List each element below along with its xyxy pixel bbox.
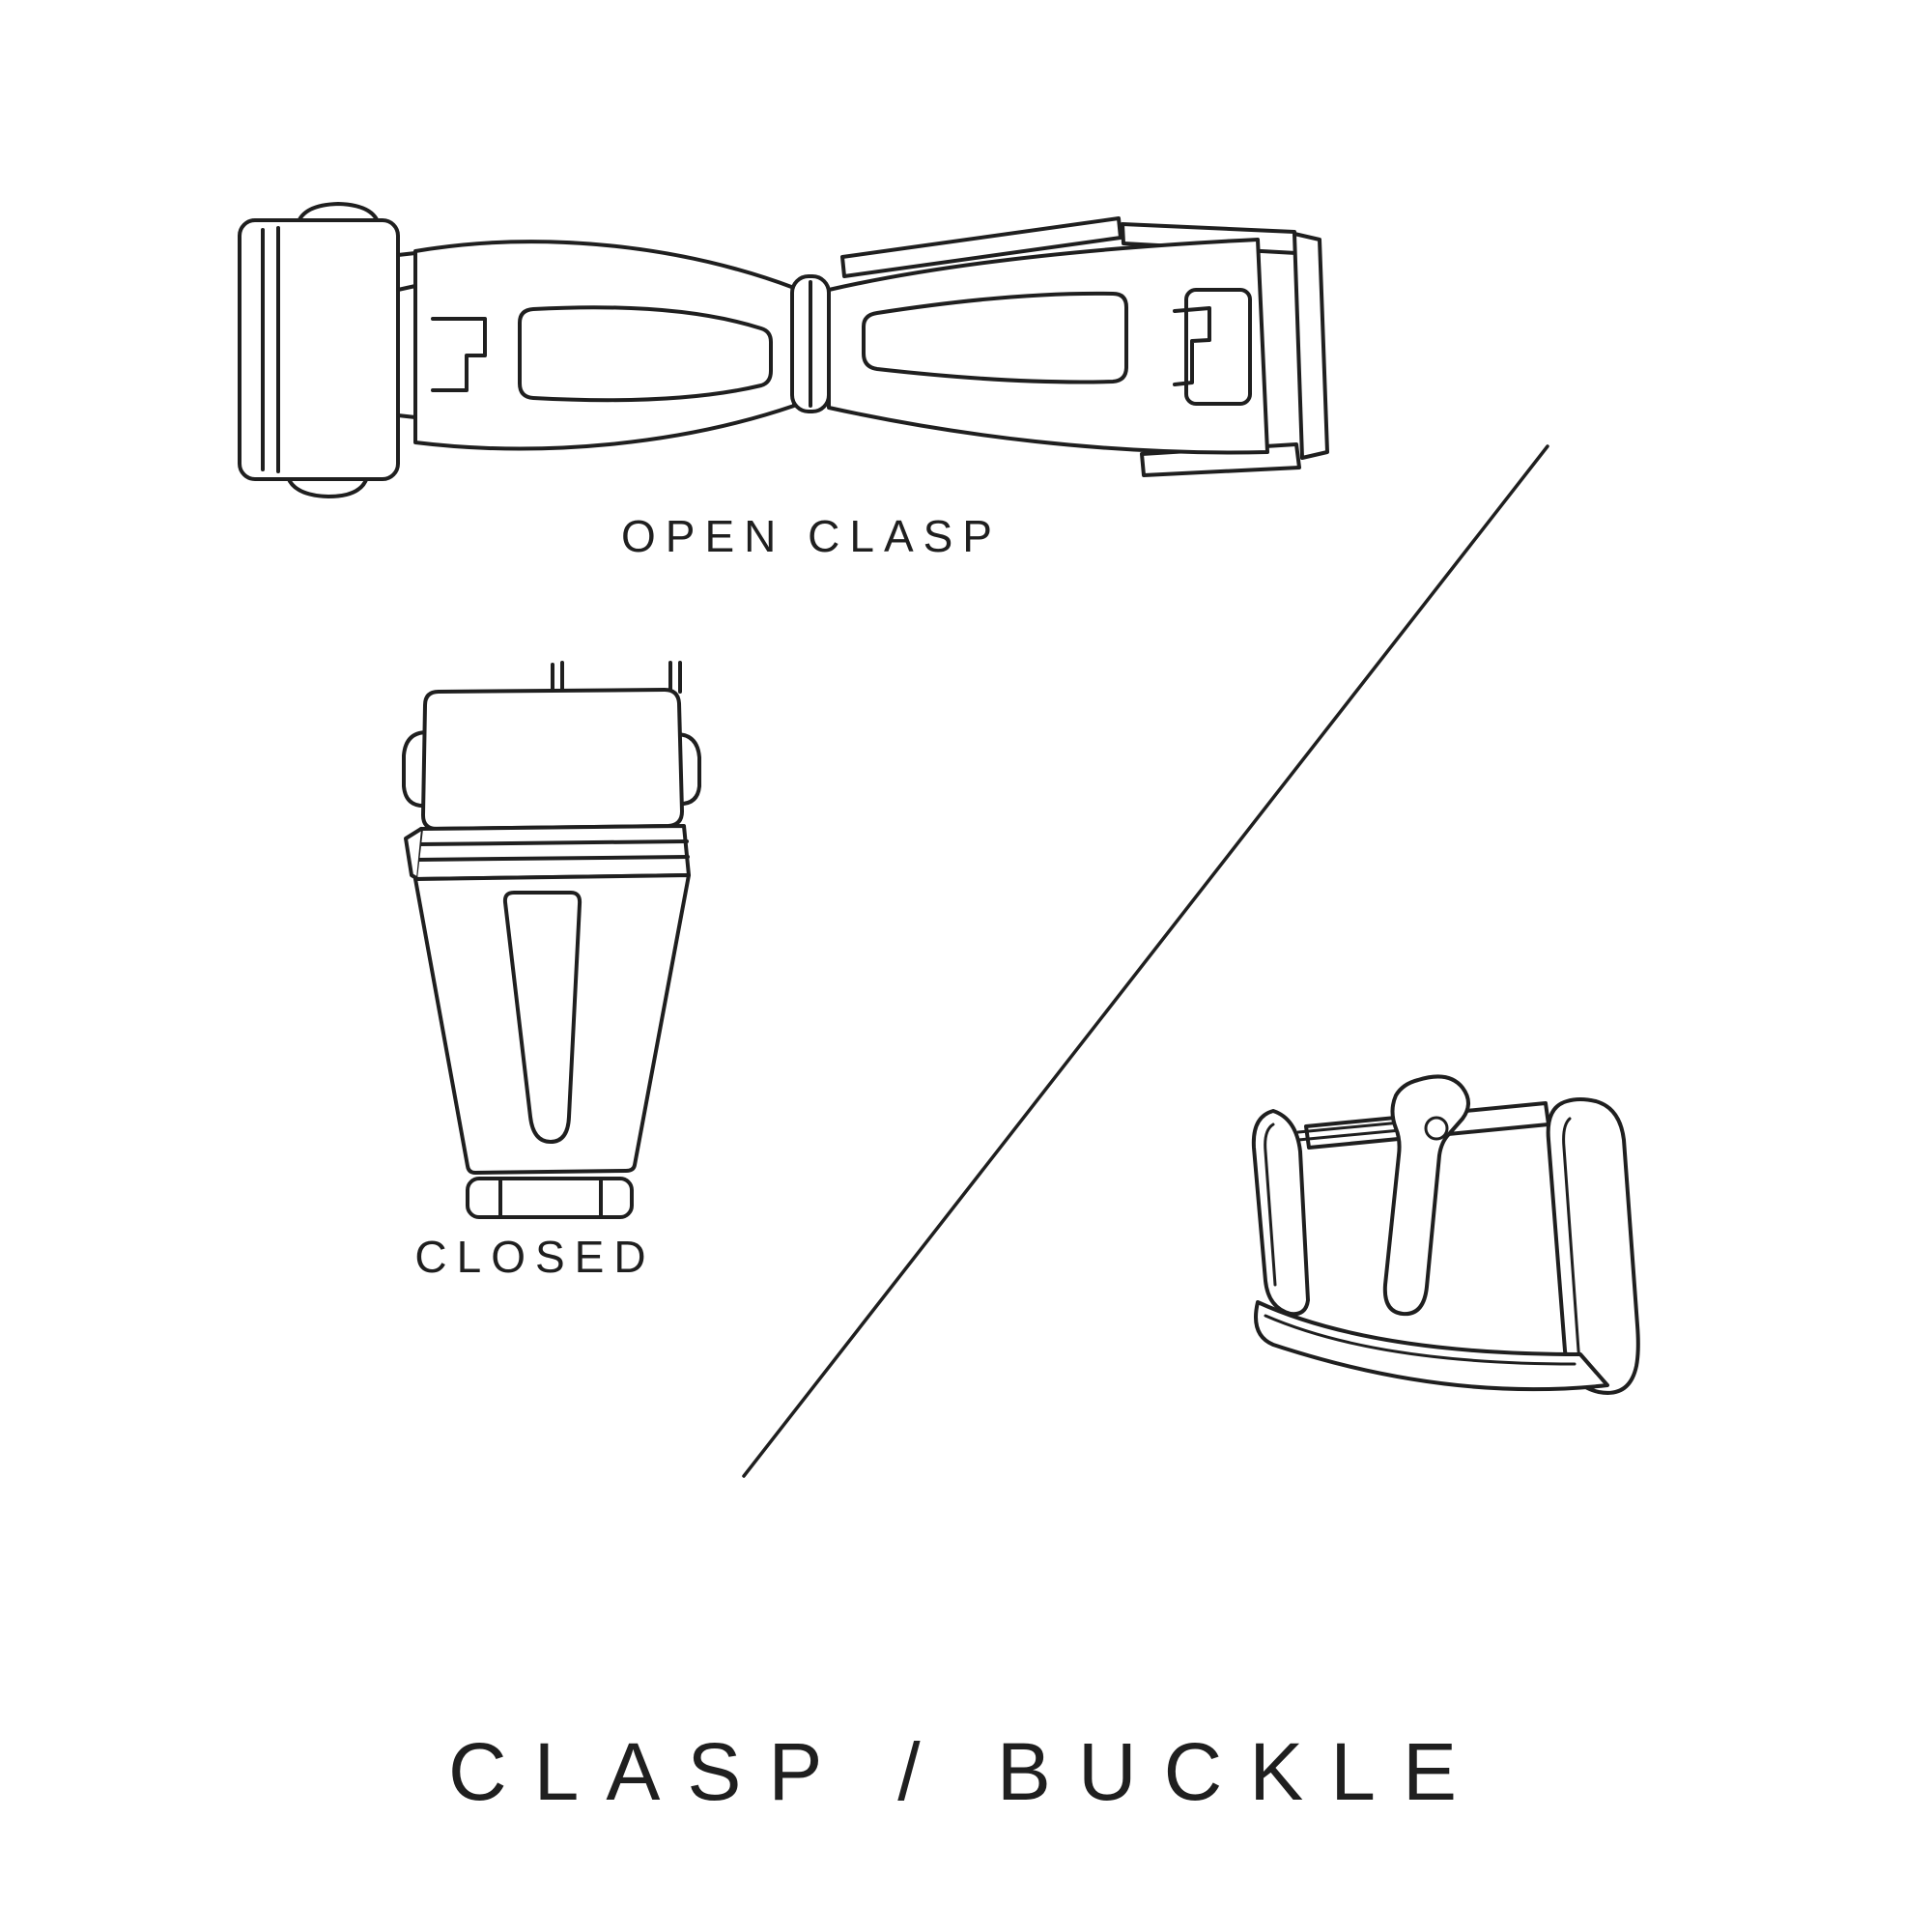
open-clasp-release-notch (431, 317, 487, 392)
buckle-left-side-contour (1264, 1122, 1277, 1287)
buckle-left-side (1251, 1109, 1310, 1317)
open-clasp-right-window (862, 291, 1128, 384)
buckle-bottom-slab (1254, 1300, 1609, 1392)
closed-clasp-body (413, 873, 691, 1175)
divider-line (742, 444, 1549, 1478)
buckle-right-side (1546, 1097, 1640, 1395)
open-clasp-illustration (238, 202, 1329, 498)
closed-clasp-prongs (551, 661, 682, 696)
open-clasp-right-arm (827, 238, 1269, 455)
diagram-title: CLASP / BUCKLE (447, 1726, 1485, 1817)
closed-clasp-left-facet (404, 827, 423, 880)
buckle-tang (1382, 1074, 1470, 1317)
closed-clasp-bottom-bar (466, 1177, 634, 1219)
open-clasp-caption: OPEN CLASP (621, 511, 1002, 561)
closed-clasp-window (502, 891, 582, 1144)
tang-buckle-illustration (1251, 1074, 1640, 1395)
buckle-pin (1296, 1121, 1403, 1142)
closed-clasp-illustration (402, 661, 701, 1219)
closed-clasp-band (413, 824, 691, 881)
closed-clasp-band-lines (415, 839, 690, 862)
buckle-tang-wrap (1424, 1116, 1449, 1141)
closed-clasp-top-block (421, 688, 684, 831)
open-clasp-top-blade (840, 216, 1122, 278)
open-clasp-hook (1173, 306, 1211, 386)
open-clasp-right-end-piece (1293, 232, 1329, 460)
buckle-bottom-slab-contour (1264, 1314, 1577, 1366)
open-clasp-connector (396, 251, 417, 419)
open-clasp-endlink-bottom-bump (286, 475, 369, 498)
open-clasp-left-window (518, 305, 773, 403)
closed-clasp-caption: CLOSED (414, 1232, 656, 1282)
open-clasp-left-arm (413, 240, 796, 451)
open-clasp-catch (1184, 288, 1252, 406)
closed-clasp-left-ear (402, 730, 429, 809)
